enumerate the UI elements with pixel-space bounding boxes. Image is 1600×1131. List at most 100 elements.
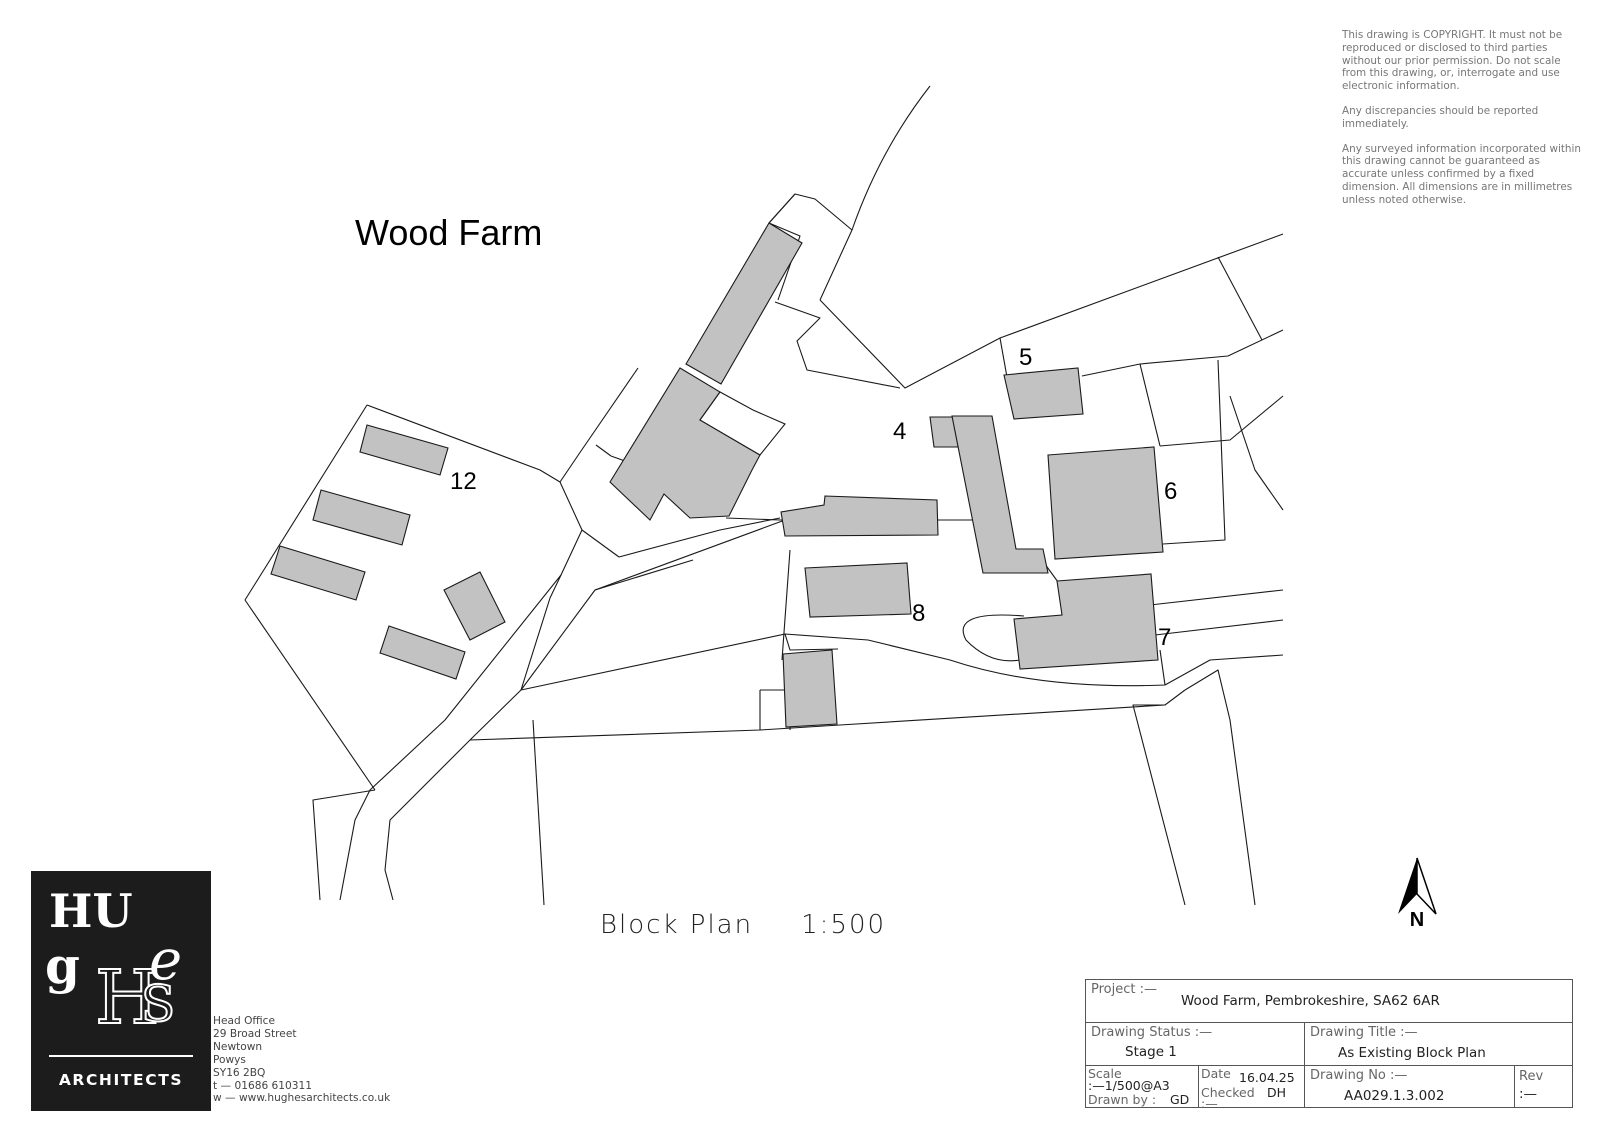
north-arrow-icon: N	[1398, 857, 1437, 931]
building-7	[1013, 573, 1159, 670]
date-value: 16.04.25	[1239, 1070, 1295, 1085]
office-line: Powys	[213, 1053, 246, 1066]
drawing-no-cell: Drawing No :— AA029.1.3.002	[1305, 1066, 1515, 1108]
road-north-edge	[339, 574, 562, 901]
road-south-lane-2	[1184, 669, 1256, 906]
building-label-6: 6	[1164, 478, 1178, 505]
yard-access-road-north	[520, 519, 786, 691]
farmyard-west-3	[581, 529, 620, 558]
logo-wordmark: ARCHITECTS	[58, 1071, 184, 1089]
building-12-shed-a	[359, 424, 449, 476]
east-field-line-5	[1159, 395, 1284, 447]
drawing-no-label: Drawing No :—	[1310, 1068, 1408, 1083]
east-block-line	[1159, 649, 1166, 686]
copyright-note: This drawing is COPYRIGHT. It must not b…	[1342, 29, 1563, 93]
farmyard-west-2	[595, 444, 612, 457]
north-arrow-letter: N	[1410, 909, 1424, 928]
west-paddock-3	[312, 789, 376, 901]
building-label-5: 5	[1019, 344, 1033, 371]
yard-notch	[774, 301, 901, 389]
building-12-shed-d	[443, 571, 506, 641]
date-cell: Date 16.04.25 Checked DH :—	[1199, 1066, 1305, 1111]
checked-dash: :—	[1201, 1096, 1218, 1111]
discrepancy-note: Any discrepancies should be reported imm…	[1342, 104, 1539, 130]
east-road-south	[1154, 619, 1284, 636]
svg-text:H: H	[95, 955, 160, 1041]
farmyard-west	[520, 367, 639, 691]
svg-text:e: e	[149, 928, 182, 993]
hughes-architects-logo: HU g H e S ARCHITECTS	[31, 871, 211, 1111]
drawing-no-value: AA029.1.3.002	[1344, 1088, 1445, 1104]
building-5	[1003, 367, 1084, 420]
east-field-line-3	[1139, 363, 1161, 447]
revision-cell: Rev :—	[1515, 1066, 1572, 1108]
road-south-field	[532, 719, 545, 906]
north-arrow: N	[1392, 856, 1442, 931]
project-value: Wood Farm, Pembrokeshire, SA62 6AR	[1181, 993, 1440, 1009]
logo-lettering-icon: HU g H e S	[45, 884, 193, 1057]
caption-scale: 1:500	[801, 910, 887, 940]
date-label: Date	[1201, 1066, 1231, 1081]
building-l-shaped-barn	[609, 367, 761, 521]
road-north-edge-2	[520, 633, 1284, 691]
building-12-shed-c	[270, 545, 366, 601]
scale-label: Scale	[1088, 1066, 1122, 1081]
status-cell: Drawing Status :— Stage 1	[1086, 1023, 1305, 1066]
title-block: Project :— Wood Farm, Pembrokeshire, SA6…	[1085, 979, 1573, 1111]
site-title: Wood Farm	[355, 212, 543, 253]
checked-label: Checked	[1201, 1085, 1255, 1100]
checked-value: DH	[1267, 1085, 1287, 1100]
revision-value: :—	[1519, 1086, 1538, 1102]
north-yard-outline-2	[768, 193, 796, 224]
west-paddock	[366, 404, 561, 483]
scale-cell: Scale :—1/500@A3 Drawn by : GD	[1086, 1066, 1199, 1108]
buildings	[270, 222, 1164, 728]
title-value: As Existing Block Plan	[1338, 1045, 1486, 1061]
north-lane-line	[819, 85, 931, 301]
office-line: 29 Broad Street	[213, 1027, 297, 1040]
building-label-12: 12	[450, 468, 477, 495]
svg-text:g: g	[45, 936, 80, 995]
building-6	[1047, 446, 1164, 560]
office-line: Head Office	[213, 1015, 275, 1027]
svg-text:S: S	[141, 975, 175, 1033]
survey-note: Any surveyed information incorporated wi…	[1342, 142, 1581, 206]
building-label-7: 7	[1158, 624, 1172, 651]
yard-mid-line-2	[618, 517, 781, 558]
roundabout	[962, 614, 1025, 662]
office-website: w — www.hughesarchitects.co.uk	[213, 1092, 391, 1105]
east-road-north	[1149, 589, 1284, 606]
north-field-divider	[1217, 256, 1263, 341]
project-label: Project :—	[1091, 982, 1157, 997]
status-value: Stage 1	[1125, 1044, 1177, 1060]
boundary-lines	[244, 85, 1284, 906]
building-4-long-range	[951, 415, 1049, 574]
plot-8-line-2	[784, 633, 839, 651]
title-label: Drawing Title :—	[1310, 1025, 1418, 1040]
building-south-shed	[782, 649, 838, 728]
east-field-line-2	[1081, 329, 1284, 377]
svg-text:HU: HU	[49, 884, 133, 938]
office-line: Newtown	[213, 1040, 263, 1053]
east-field-line-4	[1162, 359, 1226, 545]
building-north-barn	[685, 222, 803, 385]
office-line: SY16 2BQ	[213, 1066, 266, 1079]
office-address: Head Office 29 Broad Street Newtown Powy…	[213, 1015, 390, 1105]
building-8	[804, 562, 912, 618]
east-field-line-6	[1229, 395, 1284, 511]
north-field-edge	[819, 233, 1284, 389]
west-paddock-2	[244, 404, 376, 791]
title-cell: Drawing Title :— As Existing Block Plan	[1305, 1023, 1572, 1066]
plot-8-line	[781, 549, 791, 661]
yard-access-road-n2	[594, 559, 694, 591]
block-plan-caption: Block Plan 1:500	[600, 910, 886, 940]
drawn-by-value: GD	[1170, 1092, 1190, 1107]
copyright-notes: This drawing is COPYRIGHT. It must not b…	[1342, 29, 1582, 219]
north-yard-outline	[768, 193, 853, 231]
revision-label: Rev	[1519, 1069, 1544, 1084]
building-label-8: 8	[912, 600, 926, 627]
caption-text: Block Plan	[600, 910, 754, 940]
building-mid-range	[780, 495, 939, 537]
status-label: Drawing Status :—	[1091, 1025, 1213, 1040]
